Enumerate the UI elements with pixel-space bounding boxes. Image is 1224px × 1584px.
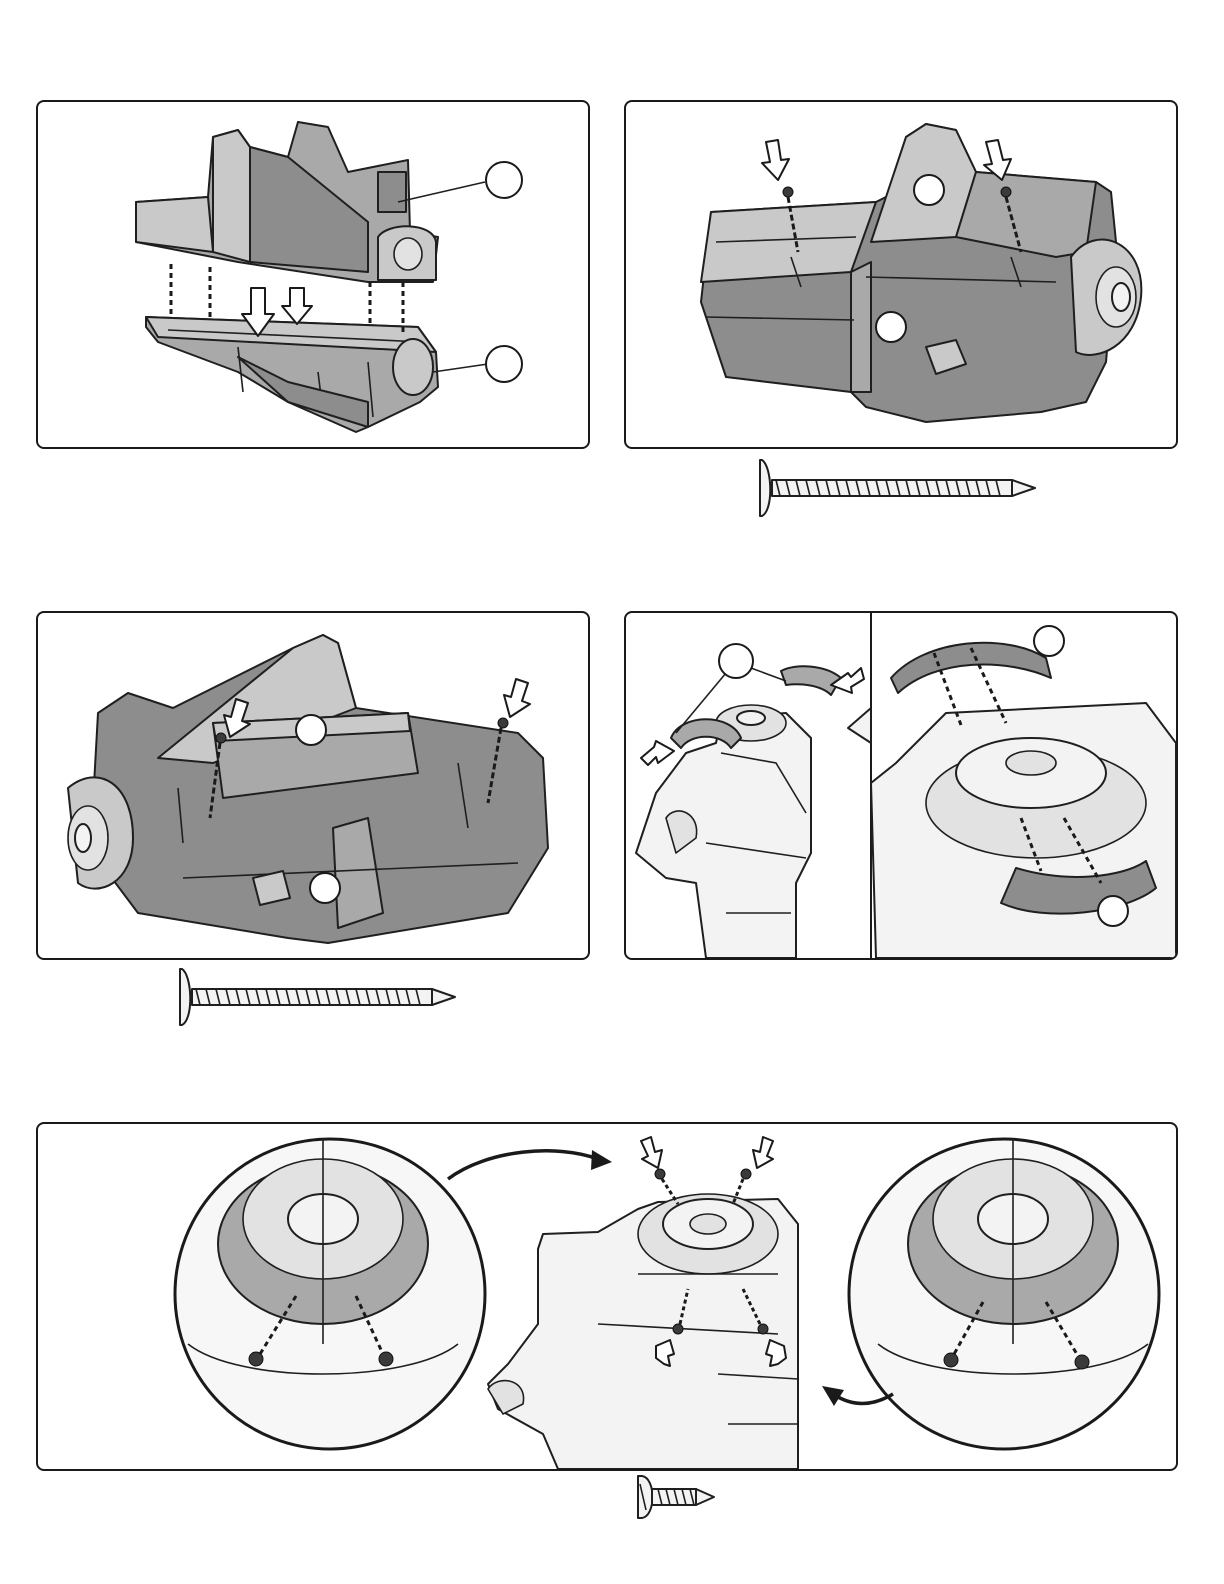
long-screw-icon <box>170 965 460 1029</box>
callout-b <box>310 873 340 903</box>
callout-a <box>914 175 944 205</box>
callout-a <box>296 715 326 745</box>
step-5-illustration <box>38 1124 1176 1469</box>
step-4-illustration <box>626 613 1176 958</box>
step-5-panel <box>36 1122 1178 1471</box>
callout-b <box>1034 626 1064 656</box>
callout-a <box>719 644 753 678</box>
callout-c <box>1098 896 1128 926</box>
callout-b <box>876 312 906 342</box>
assembled-block-part <box>68 635 548 943</box>
step-4-panel <box>624 611 1178 960</box>
zoom-view-left <box>175 1139 485 1449</box>
step-2-panel <box>624 100 1178 449</box>
top-housing-part <box>136 122 438 282</box>
post-assembly-part <box>636 705 811 958</box>
long-screw-icon <box>750 456 1040 520</box>
step2-logo-icon <box>253 871 290 905</box>
short-screw-icon <box>628 1472 718 1522</box>
step-1-panel <box>36 100 590 449</box>
step-3-illustration <box>38 613 588 958</box>
step-1-illustration <box>38 102 588 447</box>
step-3-panel <box>36 611 590 960</box>
base-tray-part <box>146 317 438 432</box>
callout-a <box>486 162 522 198</box>
post-assembly-part <box>488 1194 798 1469</box>
callout-b <box>486 346 522 382</box>
zoom-view-right <box>849 1139 1159 1449</box>
step-2-illustration <box>626 102 1176 447</box>
zoom-collar-part <box>871 643 1176 958</box>
